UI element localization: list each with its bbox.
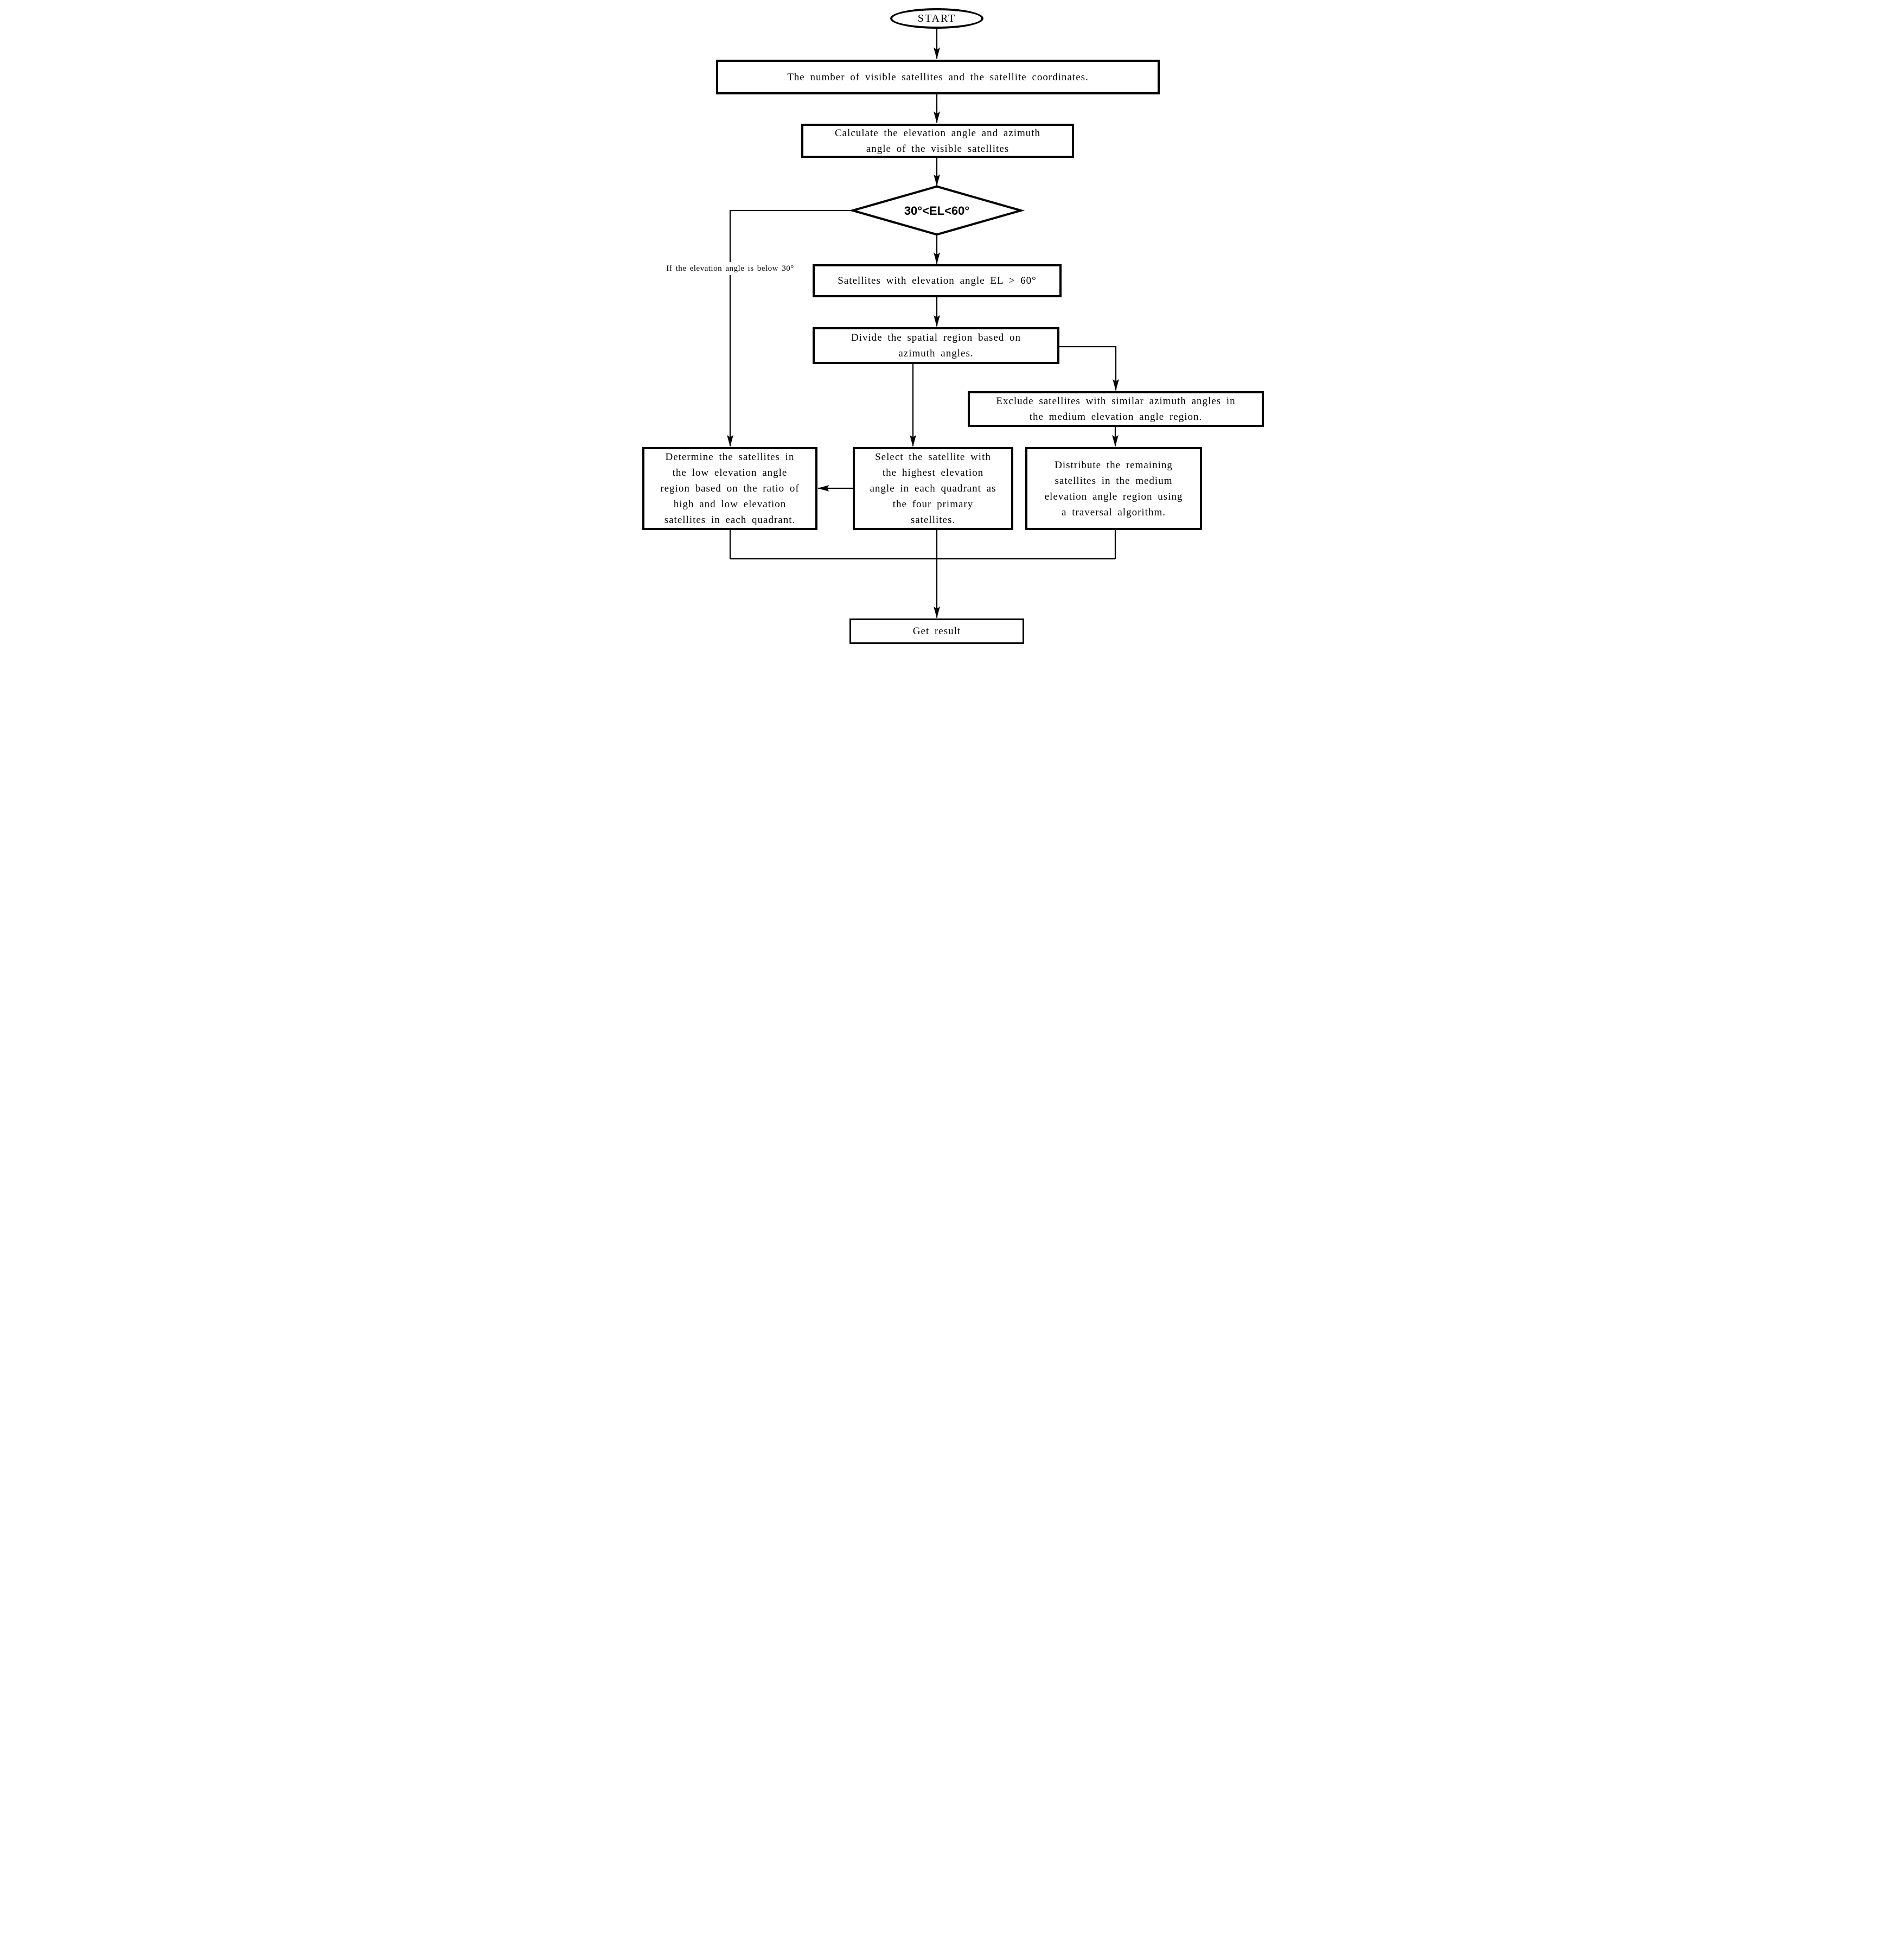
node-low-elevation-region: Determine the satellites in the low elev… (642, 447, 817, 530)
node-el-above-60: Satellites with elevation angle EL > 60° (813, 264, 1062, 297)
node-input-satellites: The number of visible satellites and the… (716, 60, 1160, 94)
node-divide-region: Divide the spatial region based on azimu… (813, 327, 1059, 364)
edge-divide-to-exclude (1059, 346, 1119, 391)
node-calculate-angles: Calculate the elevation angle and azimut… (801, 124, 1074, 158)
decision-diamond-shape (848, 185, 1025, 236)
node-get-result: Get result (849, 618, 1024, 644)
node-decision-el-range: 30°<EL<60° (904, 203, 970, 218)
node-distribute-remaining: Distribute the remaining satellites in t… (1025, 447, 1202, 530)
edge-decision-to-low (727, 209, 853, 447)
node-select-primary: Select the satellite with the highest el… (853, 447, 1013, 530)
edge-label-below-30: If the elevation angle is below 30° (649, 262, 812, 275)
node-exclude-similar-azimuth: Exclude satellites with similar azimuth … (968, 391, 1264, 427)
flowchart-canvas: START The number of visible satellites a… (635, 0, 1269, 653)
node-start: START (890, 8, 983, 29)
connector-lines (727, 29, 1119, 618)
